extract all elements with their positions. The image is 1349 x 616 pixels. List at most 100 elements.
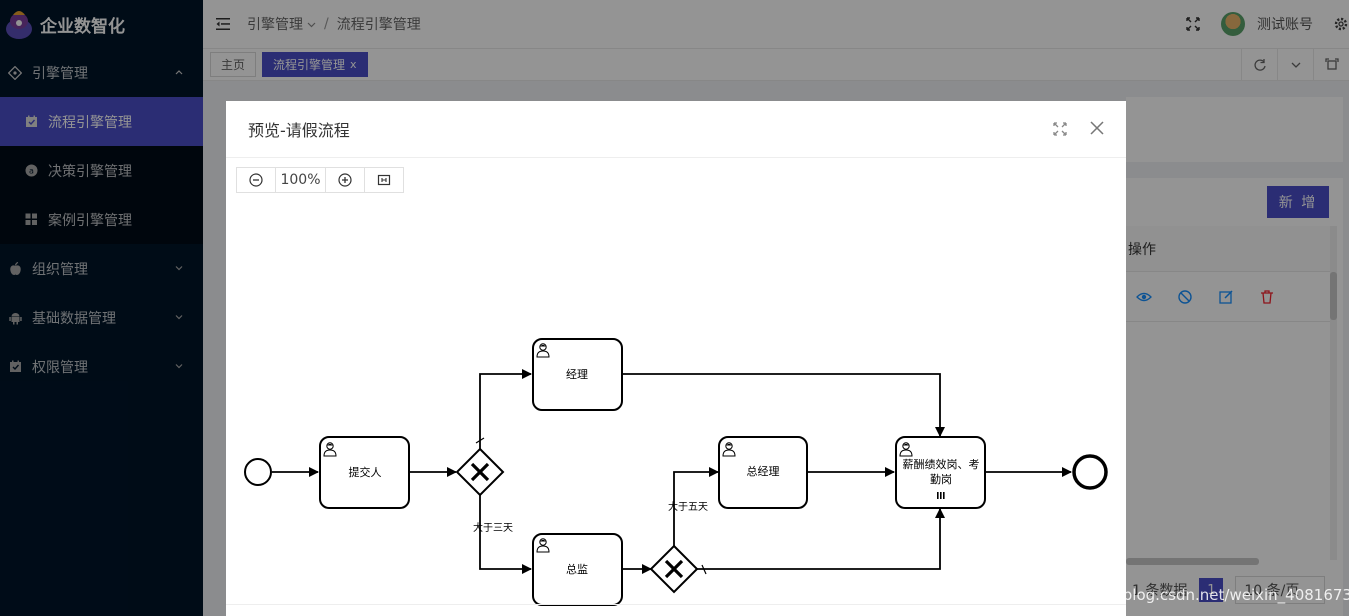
zoom-out-icon [249, 173, 263, 187]
task-label-line1: 薪酬绩效岗、考 [903, 457, 980, 471]
flow-manager-hr [622, 373, 945, 437]
sidebar-item-organization[interactable]: 组织管理 [0, 244, 203, 293]
android-icon [8, 311, 22, 325]
grid-icon [24, 213, 38, 227]
app-logo[interactable]: 企业数智化 [0, 0, 203, 48]
task-label: 提交人 [349, 465, 382, 479]
sidebar-item-label: 组织管理 [32, 261, 88, 278]
sidebar-item-label: 案例引擎管理 [48, 212, 132, 229]
sidebar-item-label: 决策引擎管理 [48, 163, 132, 180]
scrollbar-thumb[interactable] [1330, 272, 1337, 320]
task-label: 经理 [566, 368, 588, 381]
circle-a-icon: a [24, 164, 38, 178]
zoom-level: 100% [275, 167, 326, 193]
tab-label: 流程引擎管理 [273, 58, 346, 72]
modal-title: 预览-请假流程 [248, 121, 350, 140]
breadcrumb-item-process: 流程引擎管理 [336, 17, 421, 33]
flow-gateway-manager [479, 369, 532, 449]
task-manager[interactable]: 经理 [532, 338, 623, 411]
user-name[interactable]: 测试账号 [1257, 17, 1313, 33]
tabs-fullscreen-button[interactable] [1313, 49, 1349, 80]
task-label: 总监 [566, 562, 588, 576]
table-header-ops: 操作 [1126, 226, 1330, 272]
sidebar-item-label: 基础数据管理 [32, 310, 116, 327]
sidebar-item-process-engine[interactable]: 流程引擎管理 [0, 97, 203, 146]
engine-icon [8, 65, 22, 80]
zoom-out-button[interactable] [236, 167, 276, 193]
tabs-tools [1241, 49, 1349, 80]
sidebar-item-label: 流程引擎管理 [48, 114, 132, 131]
avatar[interactable] [1221, 12, 1245, 36]
fullscreen-icon[interactable] [1185, 16, 1201, 32]
task-label: 总经理 [747, 464, 780, 478]
breadcrumb: 引擎管理 / 流程引擎管理 [247, 14, 421, 34]
tab-process-engine[interactable]: 流程引擎管理 x [262, 52, 368, 77]
zoom-in-button[interactable] [325, 167, 365, 193]
exclusive-gateway-2[interactable] [649, 544, 699, 594]
tabs-dropdown-button[interactable] [1277, 49, 1313, 80]
sidebar-item-case-engine[interactable]: 案例引擎管理 [0, 195, 203, 244]
sidebar-item-engine[interactable]: 引擎管理 [0, 48, 203, 97]
chevron-down-icon [175, 364, 183, 369]
flow-label: 大于三天 [473, 521, 513, 534]
logo-icon [6, 11, 32, 39]
watermark: https://blog.csdn.net/weixin_40816738 [1069, 586, 1349, 604]
pager-size-select[interactable]: 10 条/页 [1235, 576, 1326, 604]
zoom-toolbar: 100% [236, 167, 404, 193]
pager-total: 1 条数据 [1132, 583, 1188, 599]
eye-icon[interactable] [1136, 289, 1152, 305]
chevron-up-icon [175, 70, 183, 75]
start-event[interactable] [244, 458, 272, 486]
flow-label: 大于五天 [668, 500, 708, 513]
task-submitter[interactable]: 提交人 [319, 436, 410, 509]
header-actions: 测试账号 [1185, 0, 1349, 48]
trash-icon[interactable] [1259, 289, 1275, 305]
chevron-down-icon [175, 266, 183, 271]
gear-icon[interactable] [1333, 16, 1349, 32]
column-header: 操作 [1128, 241, 1156, 258]
pagination: 1 条数据 1 10 条/页 [1126, 575, 1349, 605]
sidebar-item-decision-engine[interactable]: a 决策引擎管理 [0, 146, 203, 195]
pager-page-1[interactable]: 1 [1199, 578, 1224, 602]
end-event[interactable] [1072, 454, 1108, 490]
task-director[interactable]: 总监 [532, 533, 623, 606]
sidebar-item-label: 引擎管理 [32, 65, 88, 82]
app-name: 企业数智化 [40, 16, 125, 37]
add-button[interactable]: 新 增 [1267, 186, 1329, 218]
bpmn-diagram[interactable]: 提交人 经理 总监 总经理 薪酬绩效岗、考 勤岗 [226, 201, 1126, 616]
flow-gateway2-gm [673, 467, 719, 546]
refresh-icon [1253, 58, 1266, 71]
table-row [1126, 272, 1330, 322]
fit-view-button[interactable] [364, 167, 404, 193]
menu-fold-icon[interactable] [215, 16, 231, 32]
close-icon[interactable] [1089, 120, 1105, 136]
task-label-line2: 勤岗 [930, 473, 952, 486]
top-header: 引擎管理 / 流程引擎管理 测试账号 [203, 0, 1349, 49]
refresh-button[interactable] [1241, 49, 1277, 80]
svg-text:a: a [29, 167, 34, 176]
calendar-check-icon [8, 360, 22, 374]
vertical-scrollbar[interactable] [1330, 226, 1337, 560]
sidebar-item-permission[interactable]: 权限管理 [0, 342, 203, 391]
sequence-flows [272, 369, 1072, 575]
fullscreen-icon[interactable] [1052, 121, 1068, 137]
disable-icon[interactable] [1177, 289, 1193, 305]
tab-close-icon[interactable]: x [350, 58, 357, 71]
task-general-manager[interactable]: 总经理 [718, 436, 808, 509]
breadcrumb-item-engine[interactable]: 引擎管理 [247, 17, 303, 33]
task-hr[interactable]: 薪酬绩效岗、考 勤岗 [895, 436, 986, 509]
chevron-down-icon[interactable] [307, 20, 316, 29]
chevron-down-icon [175, 315, 183, 320]
sidebar-submenu: 流程引擎管理 a 决策引擎管理 案例引擎管理 [0, 97, 203, 244]
calendar-icon [24, 115, 38, 129]
flow-gateway-director [479, 495, 532, 574]
search-card [1126, 97, 1343, 162]
horizontal-scrollbar[interactable] [1126, 558, 1259, 565]
edit-icon[interactable] [1218, 289, 1234, 305]
fit-view-icon [377, 174, 391, 186]
zoom-in-icon [338, 173, 352, 187]
tab-label: 主页 [221, 58, 246, 72]
sidebar-item-base-data[interactable]: 基础数据管理 [0, 293, 203, 342]
tab-home[interactable]: 主页 [210, 52, 257, 77]
exclusive-gateway-1[interactable] [455, 447, 505, 497]
